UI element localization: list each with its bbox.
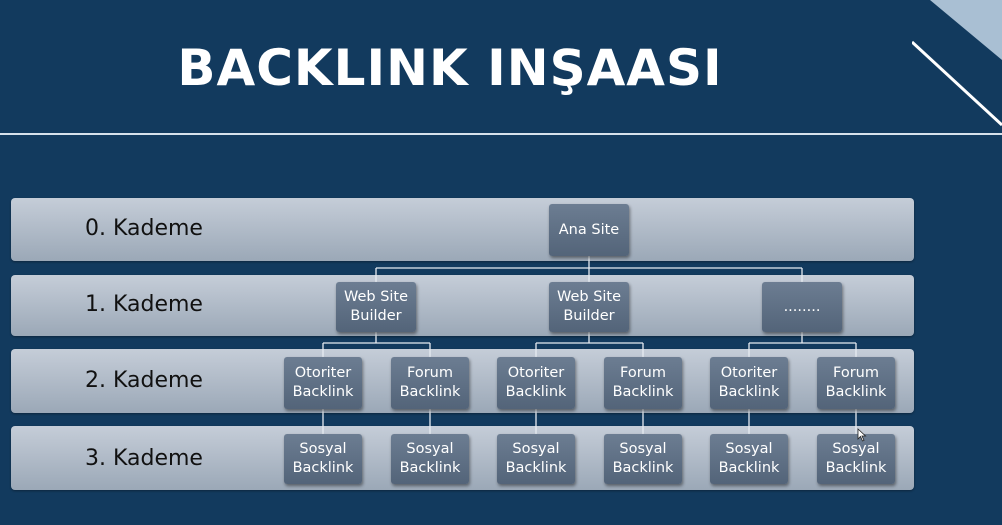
- node-sosyal-backlink: Sosyal Backlink: [497, 434, 575, 484]
- node-forum-backlink: Forum Backlink: [391, 357, 469, 409]
- slide-title: BACKLINK INŞAASI: [177, 39, 723, 97]
- node-web-site-builder: Web Site Builder: [549, 282, 629, 332]
- node-forum-backlink: Forum Backlink: [817, 357, 895, 409]
- node-sosyal-backlink: Sosyal Backlink: [710, 434, 788, 484]
- mouse-cursor-icon: [857, 428, 867, 442]
- level-label: 0. Kademe: [85, 216, 203, 241]
- node-web-site-builder: Web Site Builder: [336, 282, 416, 332]
- node-otoriter-backlink: Otoriter Backlink: [284, 357, 362, 409]
- level-label: 2. Kademe: [85, 368, 203, 393]
- node-forum-backlink: Forum Backlink: [604, 357, 682, 409]
- node-otoriter-backlink: Otoriter Backlink: [497, 357, 575, 409]
- node-placeholder: ........: [762, 282, 842, 332]
- node-ana-site: Ana Site: [549, 204, 629, 256]
- corner-decoration: [912, 0, 1002, 127]
- node-otoriter-backlink: Otoriter Backlink: [710, 357, 788, 409]
- node-sosyal-backlink: Sosyal Backlink: [604, 434, 682, 484]
- level-band-0: 0. Kademe: [11, 198, 914, 261]
- level-label: 1. Kademe: [85, 292, 203, 317]
- node-sosyal-backlink: Sosyal Backlink: [817, 434, 895, 484]
- node-sosyal-backlink: Sosyal Backlink: [284, 434, 362, 484]
- level-label: 3. Kademe: [85, 446, 203, 471]
- node-sosyal-backlink: Sosyal Backlink: [391, 434, 469, 484]
- title-divider: [0, 133, 1002, 135]
